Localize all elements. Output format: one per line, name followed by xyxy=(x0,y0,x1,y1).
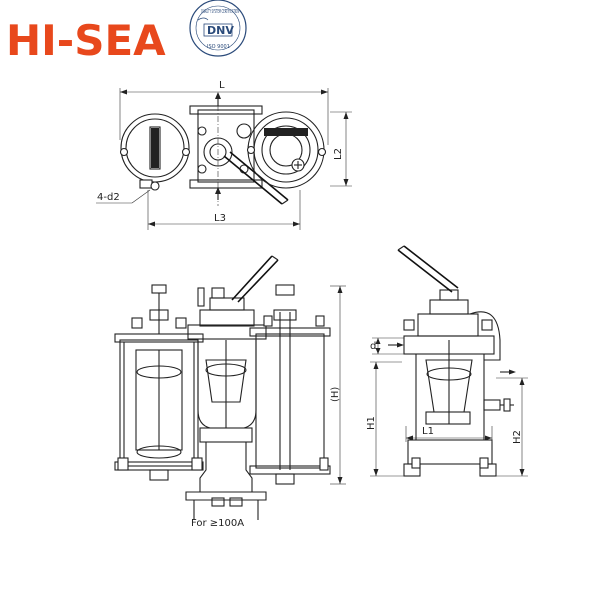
note-label: For ≥100A xyxy=(191,518,244,529)
dim-L2-label: L2 xyxy=(333,148,344,160)
cert-arc-text: QUALITY SYSTEM CERTIFICATION xyxy=(201,9,239,15)
brand-logo: HI-SEA xyxy=(6,16,166,65)
hole-callout: 4-d2 xyxy=(97,192,120,203)
logo-text: HI-SEA xyxy=(6,16,166,65)
dim-L-label: L xyxy=(219,80,225,91)
certification-seal: QUALITY SYSTEM CERTIFICATION DNV ISO 900… xyxy=(189,0,247,57)
dim-H2-label: H2 xyxy=(512,430,523,444)
dim-H1-label: H1 xyxy=(366,416,377,430)
top-view: L xyxy=(96,80,352,230)
dim-L3-label: L3 xyxy=(214,213,226,224)
front-view: (H) For ≥100A xyxy=(114,255,346,529)
side-view: d H1 H2 L1 xyxy=(366,245,528,477)
cert-standard: ISO 9001 xyxy=(207,44,230,50)
dim-d-label: d xyxy=(370,341,376,352)
dim-H-label: (H) xyxy=(330,387,341,402)
dim-L1-label: L1 xyxy=(422,426,434,437)
cert-mark: DNV xyxy=(207,24,234,37)
